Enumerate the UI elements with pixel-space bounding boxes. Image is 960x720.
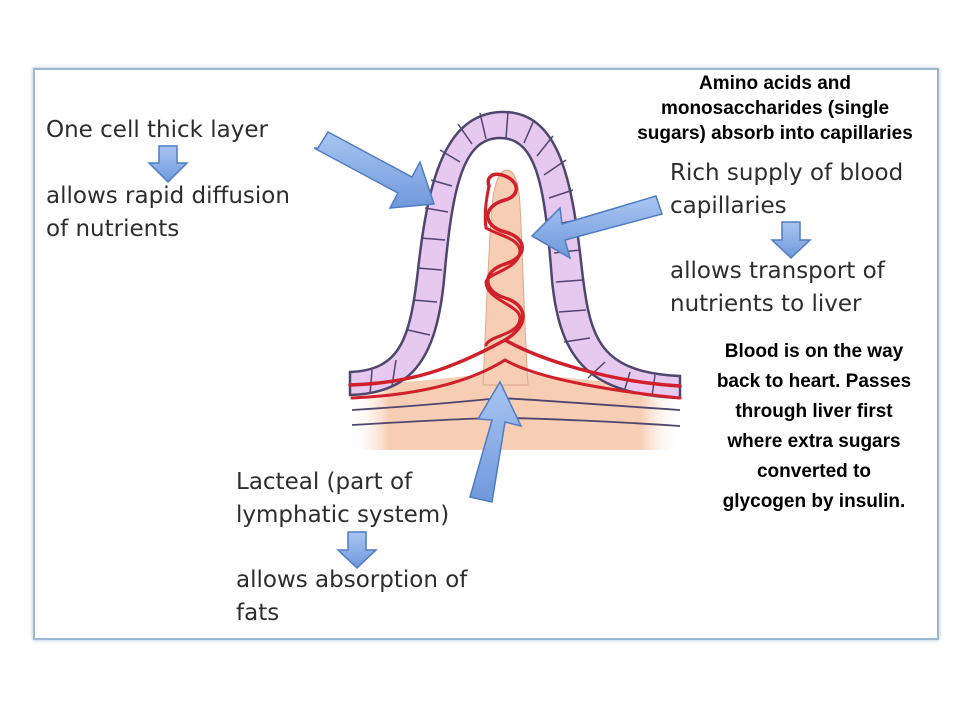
lacteal-arrow <box>469 380 523 503</box>
blood-supply-title: Rich supply of blood capillaries <box>670 157 903 223</box>
one-cell-detail-line-2: of nutrients <box>46 216 180 242</box>
blood-note: Blood is on the way back to heart. Passe… <box>680 337 948 517</box>
one-cell-detail: allows rapid diffusion of nutrients <box>46 180 290 246</box>
down-arrow-lacteal <box>336 531 378 570</box>
down-arrow-one-cell <box>147 145 189 184</box>
blood-note-line-5: converted to <box>756 461 872 482</box>
blood-supply-detail-line-1: allows transport of <box>670 258 885 284</box>
blood-note-line-2: back to heart. Passes <box>716 371 912 392</box>
wall-cell-lines <box>369 111 656 397</box>
one-cell-title-text: One cell thick layer <box>46 117 268 143</box>
blood-note-line-4: where extra sugars <box>727 431 901 452</box>
lacteal-title-line-1: Lacteal (part of <box>236 469 413 495</box>
blood-supply-title-line-2: capillaries <box>670 193 787 219</box>
one-cell-detail-line-1: allows rapid diffusion <box>46 183 290 209</box>
wall-arrow <box>313 131 436 209</box>
capillary-network <box>348 172 682 388</box>
blood-note-line-1: Blood is on the way <box>724 341 904 362</box>
base-tissue <box>350 372 680 450</box>
blood-supply-title-line-1: Rich supply of blood <box>670 160 904 186</box>
capillary-lower <box>350 358 682 400</box>
lacteal-detail-line-1: allows absorption of <box>236 567 468 593</box>
lacteal-title-line-2: lymphatic system) <box>236 502 450 528</box>
blood-note-line-6: glycogen by insulin. <box>722 491 906 512</box>
amino-acids-note: Amino acids and monosaccharides (single … <box>602 71 948 146</box>
lacteal-detail: allows absorption of fats <box>236 564 467 630</box>
blood-supply-detail-line-2: nutrients to liver <box>670 291 862 317</box>
capillary-arrow <box>530 195 663 260</box>
amino-note-line-3: sugars) absorb into capillaries <box>637 123 913 144</box>
blood-supply-detail: allows transport of nutrients to liver <box>670 255 885 321</box>
amino-note-line-1: Amino acids and <box>698 73 852 94</box>
lacteal-detail-line-2: fats <box>236 600 280 626</box>
down-arrow-blood <box>770 221 812 260</box>
lacteal-title: Lacteal (part of lymphatic system) <box>236 466 449 532</box>
pointer-arrows <box>147 131 812 570</box>
blood-note-line-3: through liver first <box>735 401 893 422</box>
capillary-loop <box>483 184 522 347</box>
one-cell-title: One cell thick layer <box>46 114 268 147</box>
amino-note-line-2: monosaccharides (single <box>660 98 890 119</box>
